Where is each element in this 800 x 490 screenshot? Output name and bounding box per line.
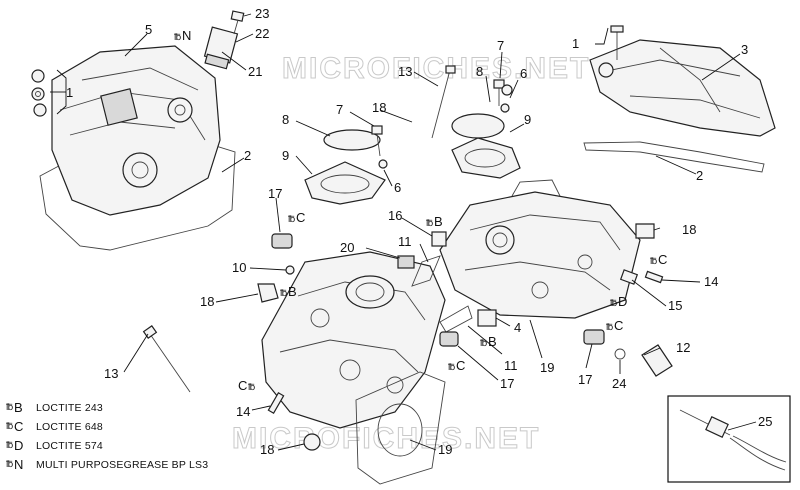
callout-9: 9 [524, 112, 531, 127]
drop-icon: ℔ [174, 33, 181, 43]
intake-manifold-left [304, 129, 386, 205]
drop-icon: ℔ [288, 215, 295, 225]
marker-c: C [296, 210, 305, 225]
marker-c: C [614, 318, 623, 333]
cylinder-head-upper [439, 179, 641, 319]
sensor-inset [667, 395, 791, 483]
callout-25: 25 [758, 414, 772, 429]
callout-24: 24 [612, 376, 626, 391]
callout-12: 12 [676, 340, 690, 355]
drop-icon: ℔ [6, 421, 14, 432]
bolt-23 [230, 10, 245, 35]
drop-icon: ℔ [280, 289, 287, 299]
drop-icon: ℔ [610, 299, 617, 309]
callout-5: 5 [145, 22, 152, 37]
legend-row: ℔ D LOCTITE 574 [6, 436, 306, 455]
legend-text: LOCTITE 648 [36, 420, 103, 433]
callout-7: 7 [336, 102, 343, 117]
callout-16: 16 [388, 208, 402, 223]
watermark-top: MICROFICHES.NET [282, 52, 590, 85]
callout-11: 11 [504, 358, 518, 373]
leader-lines [50, 13, 757, 451]
small-fasteners [257, 84, 673, 451]
bolt-1-right [598, 25, 624, 78]
callout-13: 13 [104, 366, 118, 381]
legend-text: LOCTITE 243 [36, 401, 103, 414]
valve-cover-right [583, 39, 776, 173]
drop-icon: ℔ [6, 440, 14, 451]
drop-icon: ℔ [6, 402, 14, 413]
sealant-legend: ℔ B LOCTITE 243 ℔ C LOCTITE 648 ℔ D LOCT… [6, 398, 306, 474]
callout-17: 17 [500, 376, 514, 391]
legend-code: B [14, 400, 23, 415]
callout-13: 13 [398, 64, 412, 79]
callout-9: 9 [282, 148, 289, 163]
marker-c: C [238, 378, 247, 393]
callout-18: 18 [682, 222, 696, 237]
callout-17: 17 [268, 186, 282, 201]
drop-icon: ℔ [426, 219, 433, 229]
legend-row: ℔ N MULTI PURPOSEGREASE BP LS3 [6, 455, 306, 474]
oil-cap-fitting [203, 26, 239, 70]
marker-n: N [182, 28, 191, 43]
bolts-7 [371, 79, 510, 169]
marker-c: C [456, 358, 465, 373]
cylinder-head-lower [261, 251, 446, 429]
legend-text: MULTI PURPOSEGREASE BP LS3 [36, 458, 209, 471]
callout-1: 1 [66, 85, 73, 100]
washers-1-left [31, 69, 47, 117]
marker-b: B [488, 334, 497, 349]
callout-2: 2 [244, 148, 251, 163]
callout-7: 7 [497, 38, 504, 53]
callout-8: 8 [476, 64, 483, 79]
callout-11: 11 [398, 234, 412, 249]
drop-icon: ℔ [606, 323, 613, 333]
intake-manifold-right [451, 113, 521, 179]
callout-1: 1 [572, 36, 579, 51]
callout-23: 23 [255, 6, 269, 21]
callout-14: 14 [236, 404, 250, 419]
legend-code: C [14, 419, 24, 434]
drop-icon: ℔ [650, 257, 657, 267]
legend-code: N [14, 457, 24, 472]
drop-icon: ℔ [480, 339, 487, 349]
valve-cover-left [39, 45, 236, 251]
callout-4: 4 [514, 320, 521, 335]
head-gasket-19-lower [355, 371, 446, 485]
callout-15: 15 [668, 298, 682, 313]
compound-markers: ℔ N ℔ B ℔ B ℔ B ℔ C ℔ C ℔ C ℔ C ℔ C ℔ D [174, 28, 667, 393]
callout-6: 6 [520, 66, 527, 81]
legend-code: D [14, 438, 24, 453]
marker-c: C [658, 252, 667, 267]
callout-2: 2 [696, 168, 703, 183]
callout-19: 19 [438, 442, 452, 457]
callout-19: 19 [540, 360, 554, 375]
long-bolt-13-lower [142, 325, 191, 393]
long-bolt-13-upper [431, 65, 456, 139]
callout-3: 3 [741, 42, 748, 57]
legend-row: ℔ C LOCTITE 648 [6, 417, 306, 436]
callout-8: 8 [282, 112, 289, 127]
legend-row: ℔ B LOCTITE 243 [6, 398, 306, 417]
callout-10: 10 [232, 260, 246, 275]
callout-labels: 5 1 2 23 22 21 1 3 2 13 18 7 8 9 6 7 8 6… [66, 6, 772, 457]
drop-icon: ℔ [448, 363, 455, 373]
callout-14: 14 [704, 274, 718, 289]
callout-6: 6 [394, 180, 401, 195]
marker-b: B [434, 214, 443, 229]
callout-22: 22 [255, 26, 269, 41]
legend-text: LOCTITE 574 [36, 439, 103, 452]
callout-21: 21 [248, 64, 262, 79]
callout-20: 20 [340, 240, 354, 255]
callout-17: 17 [578, 372, 592, 387]
drop-icon: ℔ [248, 383, 255, 393]
marker-d: D [618, 294, 627, 309]
callout-18: 18 [372, 100, 386, 115]
callout-18: 18 [200, 294, 214, 309]
marker-b: B [288, 284, 297, 299]
drop-icon: ℔ [6, 459, 14, 470]
callout-18: 18 [260, 442, 274, 457]
